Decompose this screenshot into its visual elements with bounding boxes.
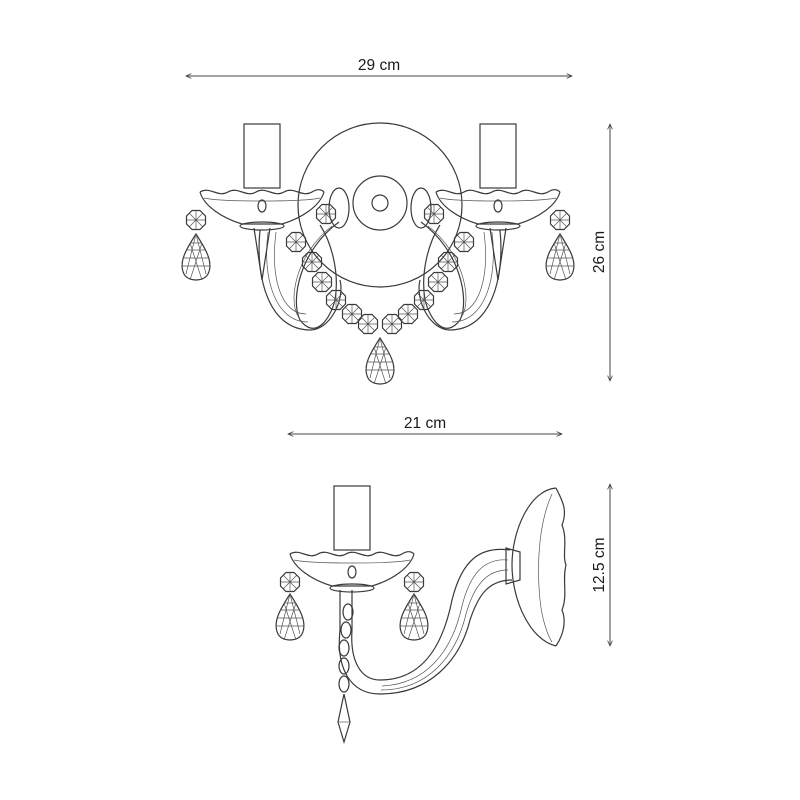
side-bead-chain <box>337 603 354 745</box>
side-candle-cup <box>289 551 415 593</box>
side-wall-plate <box>511 487 557 647</box>
wall-plate <box>297 122 463 288</box>
side-height-label: 12.5 cm <box>591 537 608 592</box>
center-boss <box>352 175 408 231</box>
right-candle <box>479 123 517 189</box>
front-width-label: 29 cm <box>358 57 400 74</box>
left-candle <box>243 123 281 189</box>
right-candle-cup <box>435 189 561 231</box>
side-depth-label: 21 cm <box>404 415 446 432</box>
left-crystal-drop <box>181 233 211 281</box>
front-height-label: 26 cm <box>591 231 608 273</box>
front-view: 29 cm 26 cm <box>181 57 610 385</box>
left-candle-cup <box>199 189 325 231</box>
side-left-crystal-drop <box>275 593 305 641</box>
side-arm <box>338 548 513 695</box>
center-crystal-drop <box>365 337 395 385</box>
right-crystal-drop <box>545 233 575 281</box>
side-candle <box>333 485 371 551</box>
side-view: 21 cm 12.5 cm <box>275 415 610 745</box>
side-right-crystal-drop <box>399 593 429 641</box>
